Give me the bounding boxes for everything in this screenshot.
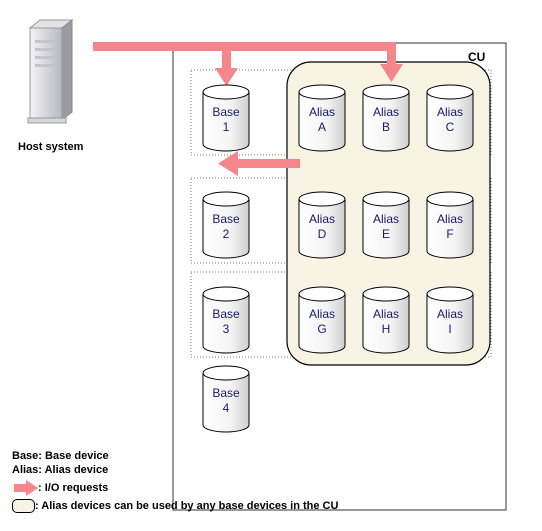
- alias-device-e-label-1: Alias: [373, 212, 399, 226]
- legend-pool-text: : Alias devices can be used by any base …: [35, 499, 339, 512]
- alias-device-c-label-1: Alias: [437, 105, 463, 119]
- legend-io-text: : I/O requests: [38, 481, 109, 494]
- legend-alias: Alias: Alias device: [12, 464, 109, 476]
- alias-device-g-label-2: G: [317, 322, 326, 336]
- alias-device-g-label-1: Alias: [309, 307, 335, 321]
- base-device-4-label-2: 4: [223, 401, 230, 415]
- alias-device-d-label-2: D: [318, 227, 327, 241]
- legend-arrow-icon: [14, 480, 38, 496]
- legend-io-row: : I/O requests: [12, 480, 108, 496]
- base-device-4-label-1: Base: [212, 386, 240, 400]
- alias-device-i-label-1: Alias: [437, 307, 463, 321]
- alias-device-b-label-2: B: [382, 120, 390, 134]
- cu-label: CU: [468, 50, 485, 64]
- alias-device-e-label-2: E: [382, 227, 390, 241]
- host-computer-icon: [27, 18, 74, 124]
- alias-device-d-label-1: Alias: [309, 212, 335, 226]
- alias-device-h-label-1: Alias: [373, 307, 399, 321]
- legend-pool-row: : Alias devices can be used by any base …: [12, 499, 338, 513]
- alias-device-f-label-2: F: [446, 227, 453, 241]
- io-request-arrows: [93, 42, 403, 176]
- base-device-3-label-2: 3: [223, 322, 230, 336]
- alias-device-a-label-1: Alias: [309, 105, 335, 119]
- alias-device-i-label-2: I: [448, 322, 451, 336]
- base-device-3-label-1: Base: [212, 307, 240, 321]
- alias-device-f-label-1: Alias: [437, 212, 463, 226]
- alias-device-c-label-2: C: [446, 120, 455, 134]
- base-device-1-label-2: 1: [223, 120, 230, 134]
- base-device-2-label-1: Base: [212, 212, 240, 226]
- alias-device-h-label-2: H: [382, 322, 391, 336]
- base-device-1-label-1: Base: [212, 105, 240, 119]
- alias-device-b-label-1: Alias: [373, 105, 399, 119]
- legend-pool-swatch: [12, 499, 35, 513]
- base-device-2-label-2: 2: [223, 227, 230, 241]
- alias-device-a-label-2: A: [318, 120, 326, 134]
- legend-base: Base: Base device: [12, 450, 109, 462]
- host-system-label: Host system: [18, 141, 84, 153]
